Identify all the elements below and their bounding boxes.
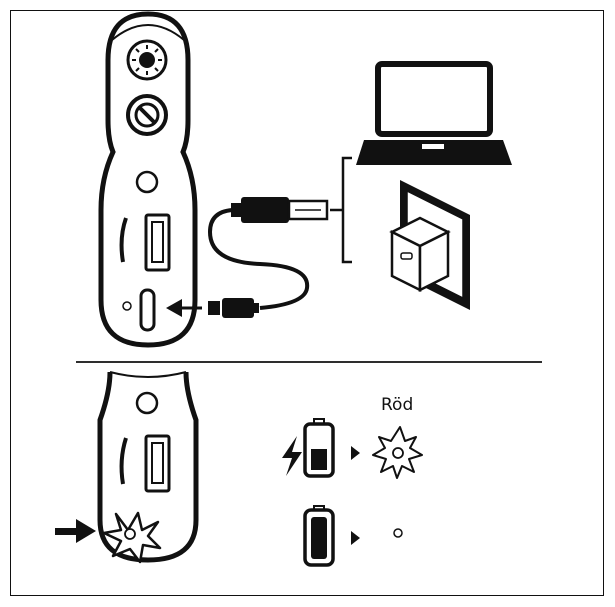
row1-arrow-icon (351, 446, 360, 460)
indicator-led-hole (135, 170, 159, 194)
usb-cable-icon (207, 197, 329, 318)
wall-charger-icon (389, 180, 470, 310)
red-led-label: Röd (381, 395, 414, 415)
diagram-frame (10, 10, 604, 596)
led-flash-icon (102, 511, 162, 564)
led-pointer-arrow (55, 519, 96, 543)
status-dot (122, 301, 132, 311)
row2-arrow-icon (351, 531, 360, 545)
plug-in-arrow (166, 299, 202, 317)
led-off-icon (393, 528, 403, 538)
battery-full-icon (303, 505, 335, 567)
side-slot (119, 217, 128, 263)
battery-charging-icon (303, 418, 335, 478)
usb-a-port (144, 213, 171, 272)
source-bracket (330, 156, 352, 264)
led-on-icon (372, 426, 423, 479)
usb-c-port (139, 288, 156, 332)
power-knob-icon (126, 94, 168, 136)
device-bottom (97, 371, 199, 563)
light-button-icon (126, 39, 168, 81)
lightning-icon (282, 436, 302, 476)
laptop-icon (356, 61, 512, 165)
